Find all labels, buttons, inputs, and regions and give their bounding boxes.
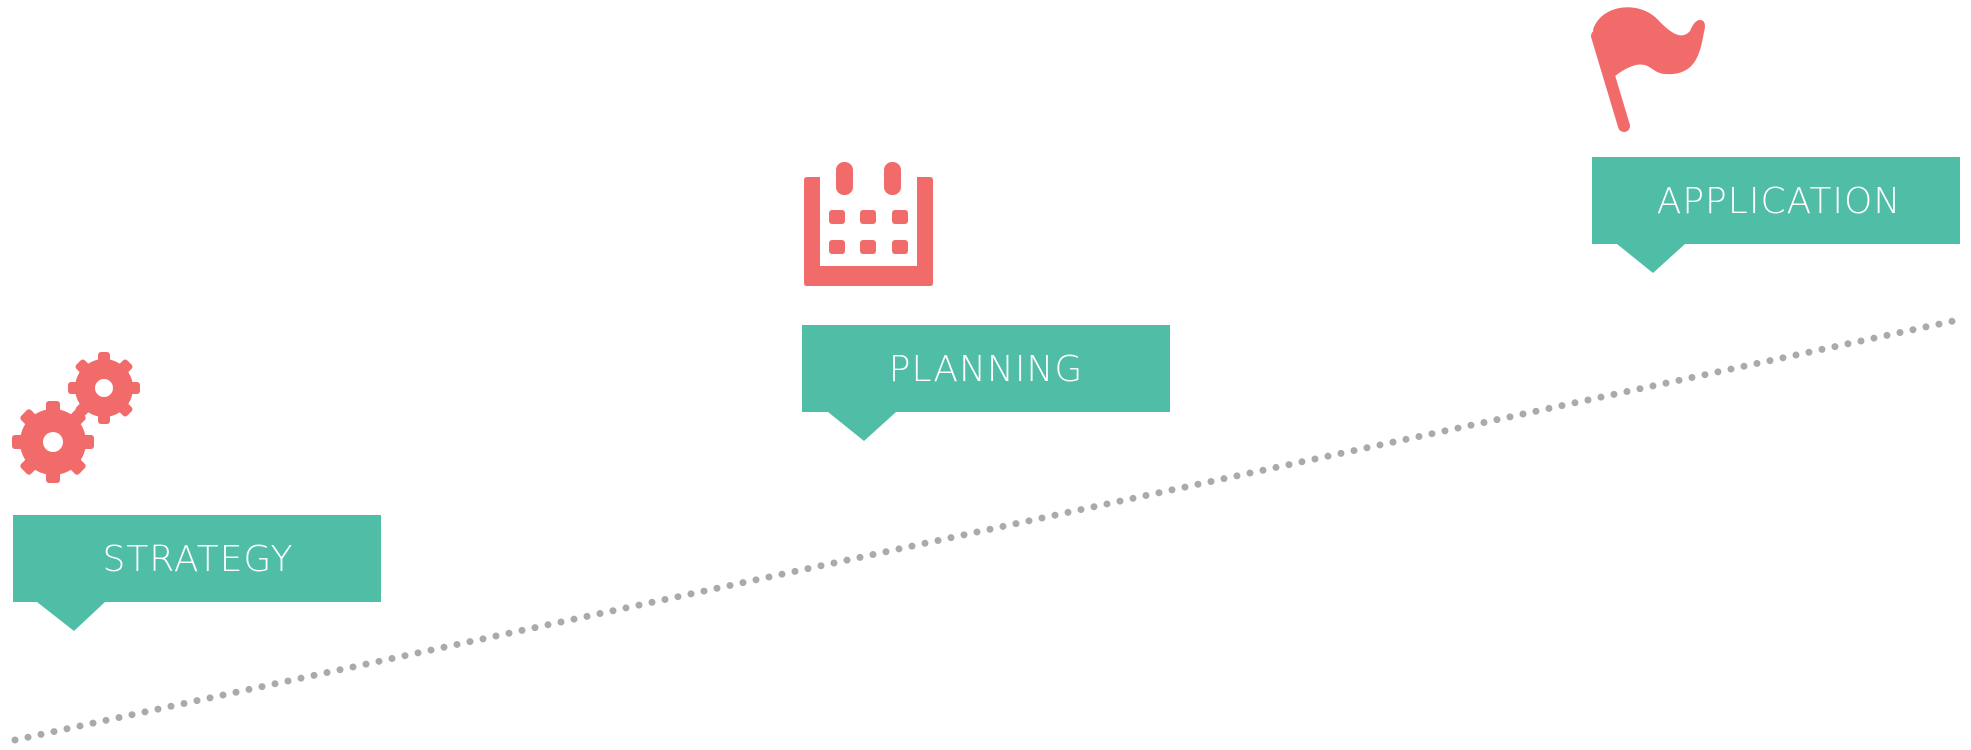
flag-icon: [1591, 7, 1705, 132]
dotted-trend-line: [11, 316, 1962, 744]
step-application: APPLICATION: [1591, 7, 1960, 273]
strategy-label: STRATEGY: [102, 539, 293, 580]
strategy-label-box: STRATEGY: [13, 515, 381, 631]
step-planning: PLANNING: [802, 162, 1170, 441]
step-strategy: STRATEGY: [12, 352, 381, 631]
planning-label-box: PLANNING: [802, 325, 1170, 441]
application-label-box: APPLICATION: [1592, 157, 1960, 273]
calendar-icon: [804, 162, 933, 286]
gears-icon: [12, 352, 140, 483]
planning-label: PLANNING: [889, 349, 1084, 390]
application-label: APPLICATION: [1657, 181, 1902, 222]
